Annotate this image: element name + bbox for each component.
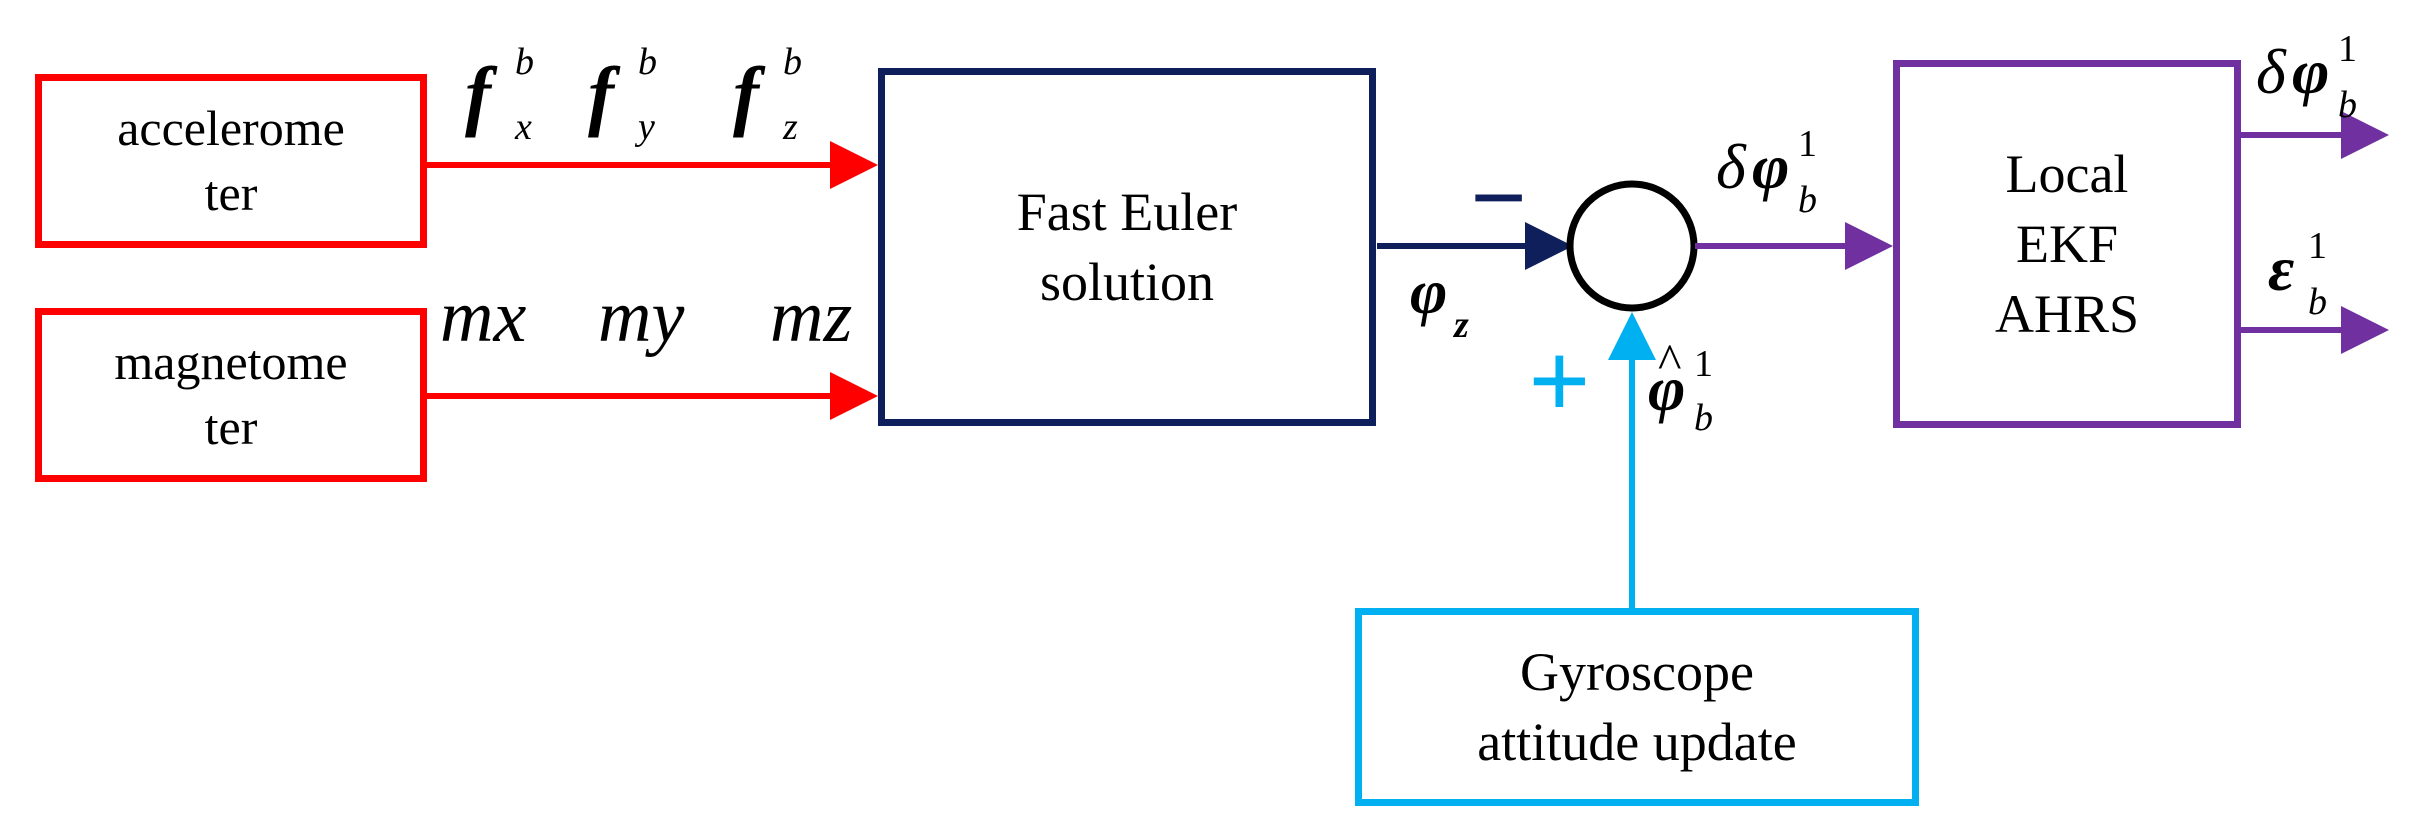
delta-phi-input-label: δ φ 1 b [1716,123,1817,221]
accel-signal-fz: f b z [733,41,802,148]
local-ekf-ahrs-block: Local EKF AHRS [1893,60,2241,428]
magnetometer-label: magnetome ter [114,334,348,455]
epsilon-output-label: ε 1 b [2268,225,2327,323]
accel-signal-fy: f b y [588,41,657,148]
phi-z-label: φ z [1410,256,1469,346]
accelerometer-label: accelerome ter [117,100,345,221]
magnetometer-block: magnetome ter [35,308,427,482]
mag-signal-mz: mz [770,276,853,358]
phi-hat-label: ^ φ 1 b [1648,333,1713,439]
accel-signal-fx: f b x [465,41,534,148]
fast-euler-block: Fast Euler solution [878,68,1376,426]
gyroscope-label: Gyroscope attitude update [1477,641,1797,772]
summing-junction [1566,180,1698,312]
mag-signal-mx: mx [440,276,527,358]
plus-sign: + [1528,320,1591,442]
fast-euler-label: Fast Euler solution [1016,181,1238,312]
accelerometer-block: accelerome ter [35,74,427,248]
delta-phi-output-label: δ φ 1 b [2256,28,2357,126]
gyroscope-block: Gyroscope attitude update [1355,608,1919,806]
minus-sign: − [1470,142,1527,253]
mag-signal-my: my [598,276,685,358]
local-ekf-ahrs-label: Local EKF AHRS [1994,143,2140,345]
